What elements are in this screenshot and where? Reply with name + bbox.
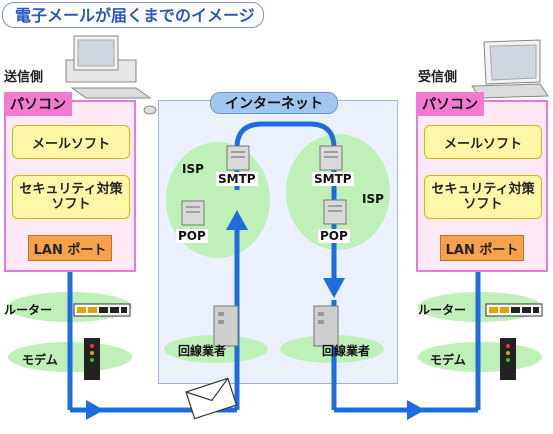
sender-label: 送信側 — [4, 70, 44, 85]
arrow-up — [226, 210, 248, 230]
envelope-icon — [185, 377, 238, 420]
sender-security-software: セキュリティ対策 ソフト — [12, 175, 130, 219]
receiver-security-software: セキュリティ対策 ソフト — [424, 175, 542, 219]
right-line-provider: 回線業者 — [322, 344, 371, 358]
modem-icon — [84, 338, 100, 380]
server-icon — [323, 199, 347, 225]
receiver-router-label: ルーター — [418, 303, 467, 317]
router-icon — [485, 303, 543, 317]
right-isp-bubble — [286, 134, 390, 250]
sender-lan-port: LAN ポート — [28, 235, 112, 261]
arrow-down — [323, 278, 345, 298]
right-smtp-label: SMTP — [312, 172, 354, 186]
internet-label: インターネット — [210, 92, 338, 114]
receiver-modem-label: モデム — [430, 353, 466, 367]
laptop-icon — [471, 39, 549, 99]
arrow-right-1 — [86, 400, 104, 420]
server-icon — [319, 145, 343, 171]
sender-modem-label: モデム — [22, 353, 58, 367]
arrow-right-2 — [407, 400, 425, 420]
server-icon — [213, 305, 239, 347]
router-icon — [73, 303, 131, 317]
left-smtp-label: SMTP — [216, 172, 258, 186]
sender-mail-software: メールソフト — [12, 125, 130, 159]
left-provider-ellipse — [164, 335, 268, 363]
left-pop-label: POP — [176, 229, 208, 243]
left-line-provider: 回線業者 — [178, 344, 227, 358]
receiver-pc-tag: パソコン — [416, 92, 484, 116]
sender-router-label: ルーター — [4, 303, 53, 317]
right-pop-label: POP — [318, 229, 350, 243]
server-icon — [181, 200, 205, 226]
left-isp-label: ISP — [182, 162, 204, 176]
receiver-lan-port: LAN ポート — [440, 235, 524, 261]
modem-icon — [500, 338, 516, 380]
desktop-pc-icon — [65, 35, 157, 115]
receiver-label: 受信側 — [418, 70, 458, 85]
server-icon — [226, 145, 250, 171]
right-isp-label: ISP — [362, 192, 384, 206]
sender-pc-tag: パソコン — [4, 92, 72, 116]
server-icon — [313, 305, 339, 347]
page-title: 電子メールが届くまでのイメージ — [2, 2, 264, 28]
receiver-mail-software: メールソフト — [424, 125, 542, 159]
